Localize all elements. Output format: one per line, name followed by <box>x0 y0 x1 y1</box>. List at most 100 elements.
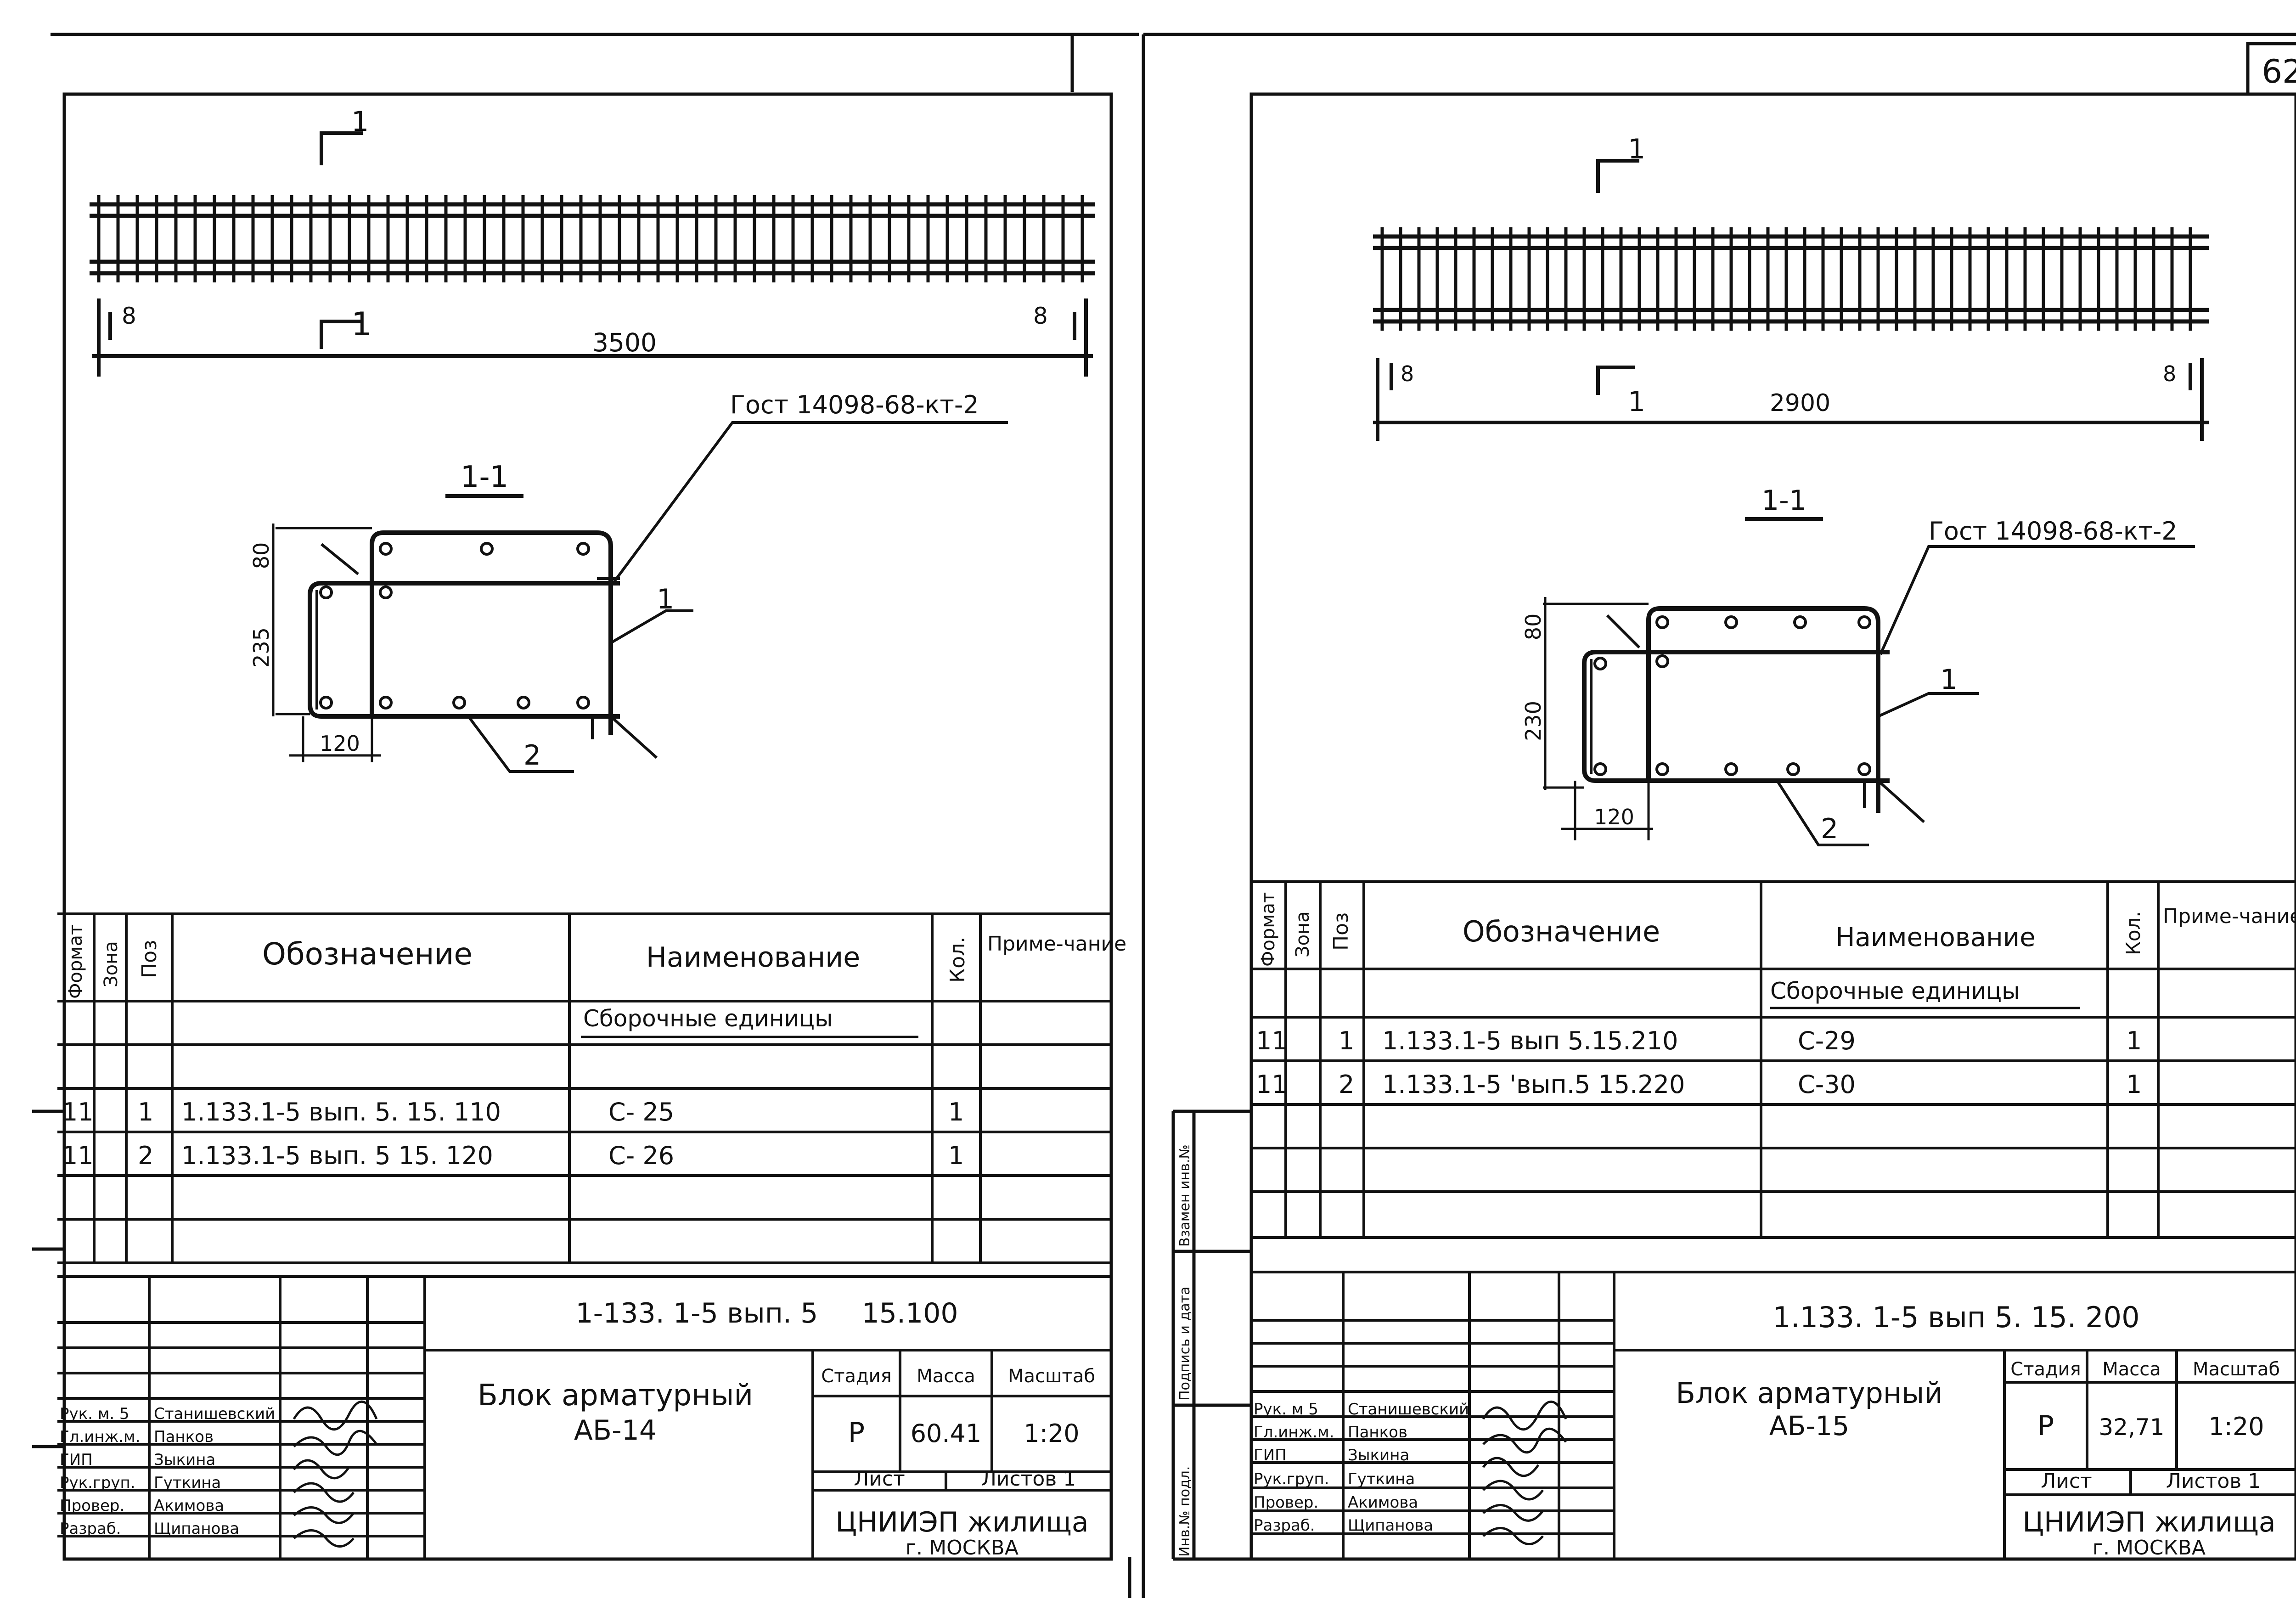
right-person-3: Гуткина <box>1348 1470 1415 1488</box>
left-dim-end-offset-left: 8 <box>122 303 136 329</box>
left-section-label: Сборочные единицы <box>583 1005 833 1032</box>
left-row2-designation: 1.133.1-5 вып. 5 15. 120 <box>181 1141 493 1170</box>
left-role-5: Разраб. <box>60 1520 121 1538</box>
left-section-marks <box>92 131 1093 773</box>
left-role-4: Провер. <box>60 1497 124 1515</box>
left-title-line1: Блок арматурный <box>478 1379 753 1413</box>
left-section-title: 1-1 <box>461 460 509 494</box>
right-person-0: Станишевский <box>1348 1400 1469 1419</box>
left-signatures <box>293 1400 378 1548</box>
right-person-2: Зыкина <box>1348 1446 1409 1464</box>
right-hdr-note: Приме-чание <box>2163 905 2296 928</box>
right-scale-value: 1:20 <box>2208 1412 2264 1441</box>
right-dim-height-top: 80 <box>1521 614 1546 641</box>
right-hdr-pos: Поз <box>1329 912 1353 951</box>
right-role-5: Разраб. <box>1254 1516 1315 1535</box>
right-hdr-designation: Обозначение <box>1463 915 1660 948</box>
right-stage-label: Стадия <box>2010 1359 2081 1380</box>
right-section-label: Сборочные единицы <box>1770 978 2020 1004</box>
left-reinforcement-frame <box>90 195 1095 282</box>
right-hdr-qty: Кол. <box>2122 911 2144 955</box>
right-title-line2: АБ-15 <box>1769 1410 1849 1441</box>
left-hdr-note: Приме-чание <box>987 932 1126 956</box>
left-person-3: Гуткина <box>154 1474 221 1492</box>
right-row2-qty: 1 <box>2126 1070 2142 1099</box>
left-dim-height-main: 235 <box>249 627 274 668</box>
right-hdr-format: Формат <box>1258 892 1279 967</box>
right-gost-label: Гост 14098-68-кт-2 <box>1929 517 2178 546</box>
left-row2-pos: 2 <box>138 1141 153 1170</box>
left-section-mark-top: 1 <box>351 106 369 138</box>
left-title-block-grid <box>57 1275 1111 1559</box>
left-dim-height-top: 80 <box>249 542 274 569</box>
left-title-line2: АБ-14 <box>574 1414 657 1447</box>
left-section-rebars <box>319 542 590 709</box>
right-title-block-grid <box>1251 1271 2296 1559</box>
right-signatures <box>1482 1400 1567 1545</box>
right-person-4: Акимова <box>1348 1493 1418 1512</box>
left-role-2: ГИП <box>60 1451 93 1469</box>
left-row2-name: С- 26 <box>608 1141 674 1170</box>
left-spec-table-grid <box>57 912 1111 1264</box>
right-dim-height-main: 230 <box>1521 701 1546 741</box>
right-role-2: ГИП <box>1254 1446 1287 1464</box>
left-person-5: Щипанова <box>154 1520 239 1538</box>
right-row2-name: С-30 <box>1798 1070 1856 1099</box>
left-sheets-label: Листов 1 <box>981 1467 1076 1491</box>
right-row1-qty: 1 <box>2126 1026 2142 1055</box>
right-doc-code: 1.133. 1-5 вып 5. 15. 200 <box>1773 1301 2139 1334</box>
right-org-line1: ЦНИИЭП жилища <box>2022 1506 2275 1538</box>
right-row2-format: 11 <box>1256 1070 1288 1099</box>
side-stamp-signature-date: Подпись и дата <box>1177 1287 1193 1401</box>
left-gost-label: Гост 14098-68-кт-2 <box>730 390 979 419</box>
left-stage-value: Р <box>848 1417 865 1449</box>
left-hdr-format: Формат <box>65 924 86 999</box>
page-number: 62 <box>2262 53 2296 90</box>
right-section-mark-top: 1 <box>1628 133 1645 165</box>
right-row2-pos: 2 <box>1339 1070 1354 1099</box>
right-org-line2: г. МОСКВА <box>2093 1536 2206 1560</box>
left-row1-designation: 1.133.1-5 вып. 5. 15. 110 <box>181 1098 501 1126</box>
right-mass-label: Масса <box>2102 1359 2161 1380</box>
left-callout-1: 1 <box>657 583 674 615</box>
left-role-1: Гл.инж.м. <box>60 1428 141 1446</box>
left-dim-length: 3500 <box>592 328 657 357</box>
left-row2-format: 11 <box>62 1141 94 1170</box>
left-row1-format: 11 <box>62 1098 94 1126</box>
right-person-1: Панков <box>1348 1423 1407 1441</box>
left-dim-width-offset: 120 <box>320 731 360 756</box>
left-person-4: Акимова <box>154 1497 224 1515</box>
left-stage-label: Стадия <box>821 1366 891 1387</box>
right-section-mark-bottom: 1 <box>1628 386 1645 418</box>
right-hdr-name: Наименование <box>1835 923 2035 952</box>
right-row1-pos: 1 <box>1339 1026 1354 1055</box>
right-row1-format: 11 <box>1256 1026 1288 1055</box>
right-person-5: Щипанова <box>1348 1516 1433 1535</box>
left-hdr-pos: Поз <box>138 940 161 978</box>
side-stamp-inventory: Инв.№ подл. <box>1177 1466 1193 1557</box>
left-person-0: Станишевский <box>154 1405 275 1423</box>
left-mass-label: Масса <box>917 1366 975 1387</box>
left-hdr-designation: Обозначение <box>262 936 473 972</box>
right-role-0: Рук. м 5 <box>1254 1400 1318 1419</box>
side-stamp-replaced: Взамен инв.№ <box>1177 1144 1193 1247</box>
left-scale-label: Масштаб <box>1008 1366 1095 1387</box>
left-org-line2: г. МОСКВА <box>906 1536 1019 1560</box>
right-role-4: Провер. <box>1254 1493 1318 1512</box>
left-row1-name: С- 25 <box>608 1098 674 1126</box>
left-mass-value: 60.41 <box>911 1419 982 1448</box>
right-stage-value: Р <box>2037 1410 2054 1442</box>
right-dim-width-offset: 120 <box>1594 805 1634 829</box>
right-section-title: 1-1 <box>1761 484 1806 517</box>
left-scale-value: 1:20 <box>1024 1419 1079 1448</box>
right-title-line1: Блок арматурный <box>1676 1376 1942 1410</box>
right-row2-designation: 1.133.1-5 'вып.5 15.220 <box>1382 1070 1685 1099</box>
right-section-rebars <box>1593 615 1871 776</box>
right-dim-length: 2900 <box>1770 389 1830 417</box>
left-person-1: Панков <box>154 1428 214 1446</box>
left-hdr-qty: Кол. <box>946 937 969 983</box>
right-role-1: Гл.инж.м. <box>1254 1423 1334 1441</box>
left-person-2: Зыкина <box>154 1451 215 1469</box>
left-role-3: Рук.груп. <box>60 1474 135 1492</box>
left-row1-pos: 1 <box>138 1098 153 1126</box>
